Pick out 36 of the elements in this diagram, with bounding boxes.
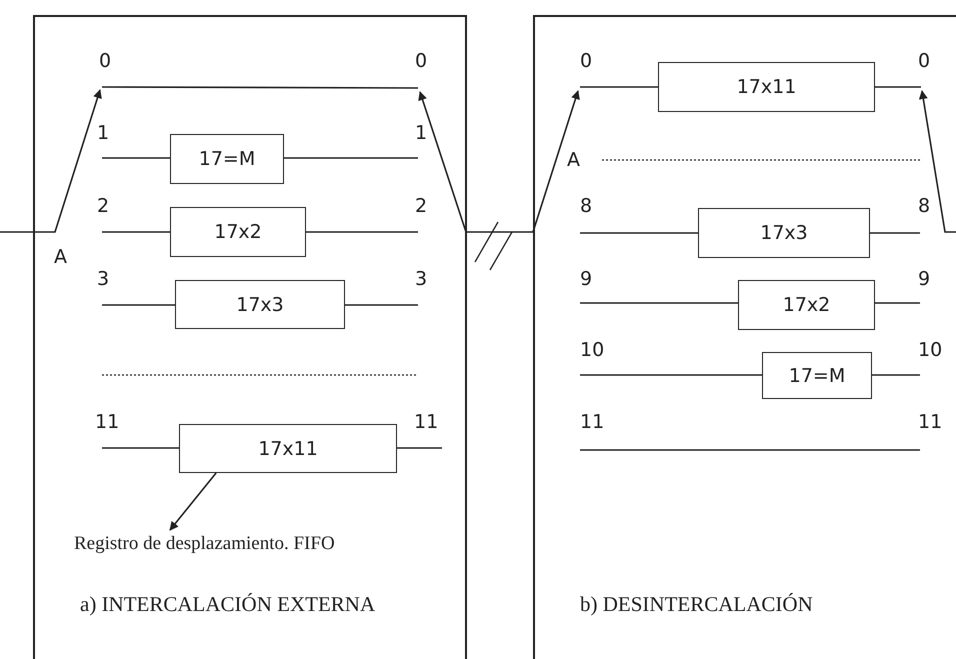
- channel-number: 8: [918, 197, 930, 216]
- switch-label: A: [567, 151, 580, 170]
- register-box: 17=M: [762, 352, 872, 399]
- leader-arrow: [169, 472, 217, 531]
- switch-label: A: [54, 248, 67, 267]
- register-box: 17x11: [658, 62, 875, 112]
- panel-caption: b) DESINTERCALACIÓN: [580, 592, 813, 617]
- channel-number: 11: [95, 413, 120, 432]
- register-box: 17x11: [179, 424, 397, 473]
- register-box: 17x3: [175, 280, 345, 329]
- channel-number: 0: [99, 52, 112, 71]
- channel-number: 0: [580, 52, 592, 71]
- panel: [533, 15, 956, 659]
- channel-number: 0: [415, 52, 428, 71]
- annotation-text: Registro de desplazamiento. FIFO: [74, 528, 414, 560]
- channel-number: 3: [415, 270, 428, 289]
- panel-caption: a) INTERCALACIÓN EXTERNA: [80, 592, 376, 617]
- channel-number: 8: [580, 197, 592, 216]
- register-box: 17=M: [170, 134, 284, 184]
- register-box: 17x2: [738, 280, 875, 330]
- register-box: 17x3: [698, 208, 870, 258]
- channel-number: 11: [918, 413, 942, 432]
- channel-number: 11: [580, 413, 604, 432]
- channel-number: 2: [97, 197, 110, 216]
- channel-number: 11: [414, 413, 438, 432]
- channel-number: 10: [580, 341, 604, 360]
- channel-number: 1: [97, 124, 110, 143]
- channel-number: 3: [97, 270, 110, 289]
- channel-number: 10: [918, 341, 942, 360]
- register-box: 17x2: [170, 207, 306, 257]
- channel-number: 2: [415, 197, 428, 216]
- channel-number: 0: [918, 52, 930, 71]
- channel-number: 1: [415, 124, 428, 143]
- channel-number: 9: [580, 270, 592, 289]
- channel-number: 9: [918, 270, 930, 289]
- panel: [33, 15, 467, 659]
